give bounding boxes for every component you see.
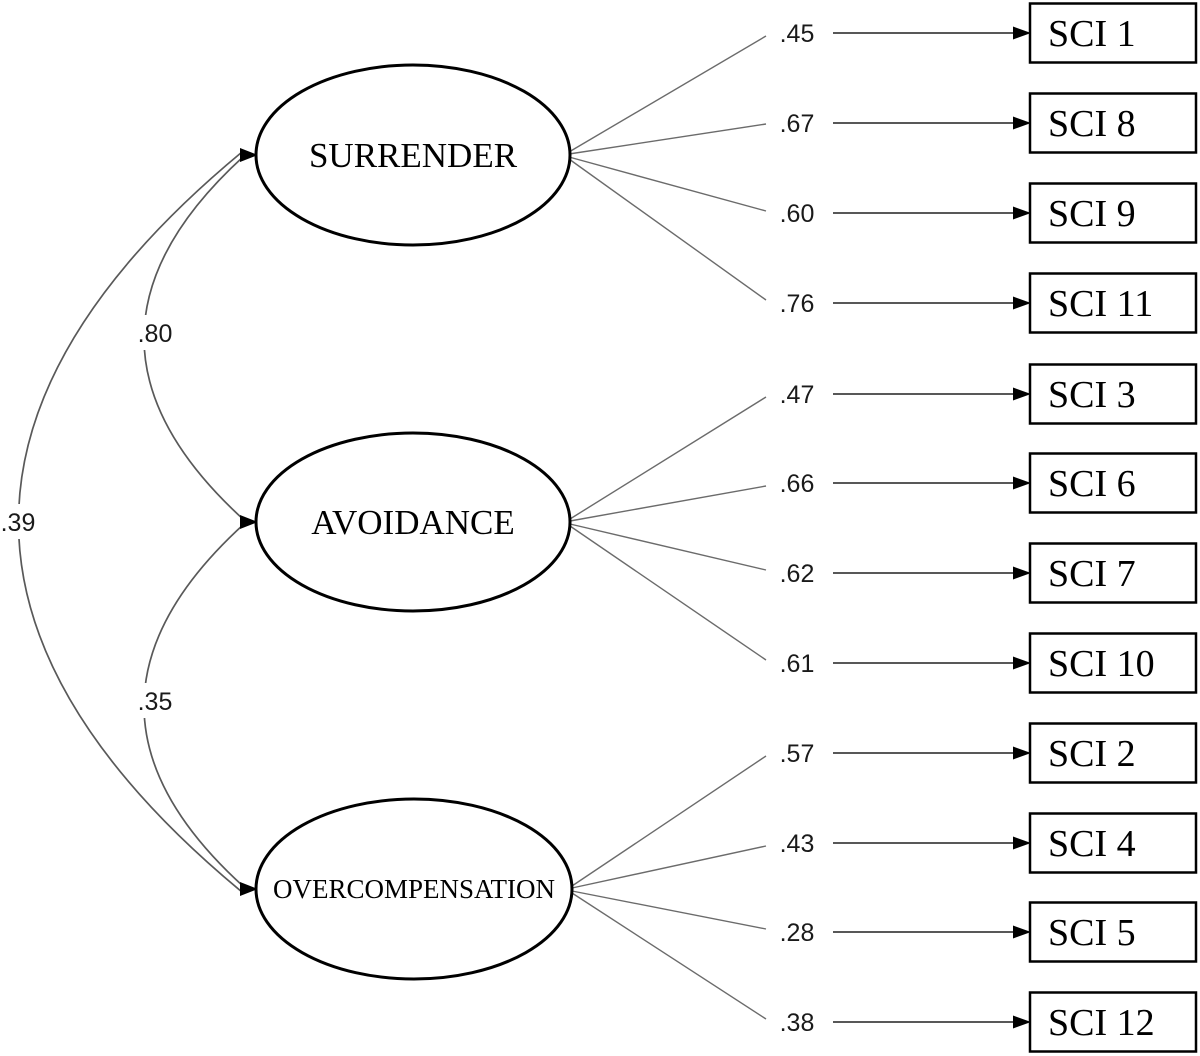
loading-line: [569, 485, 767, 522]
loading-line: [571, 845, 767, 889]
loading-value: .60: [780, 200, 815, 228]
indicator-box: [1028, 991, 1198, 1053]
loading-value: .76: [780, 290, 815, 318]
correlation-label-mask: [128, 683, 181, 718]
arrowhead: [240, 515, 258, 529]
loading-value: .45: [780, 20, 815, 48]
arrowhead: [1013, 296, 1031, 310]
arrowhead: [1013, 206, 1031, 220]
arrowhead: [1013, 1015, 1031, 1029]
factor-ellipse-overcompensation: [254, 797, 574, 981]
indicator-label: SCI 10: [1048, 643, 1155, 685]
correlation-curves: .80 .35 .39: [0, 148, 258, 896]
indicator-label: SCI 1: [1048, 13, 1136, 55]
loading-line: [569, 525, 767, 661]
correlation-value: .39: [1, 509, 36, 537]
arrowhead: [1013, 925, 1031, 939]
arrowhead: [1013, 26, 1031, 40]
indicator-label: SCI 12: [1048, 1002, 1155, 1044]
indicator-box: [1028, 722, 1198, 784]
loading-value: .62: [780, 560, 815, 588]
correlation-curve-surrender-overcompensation: [17, 151, 243, 893]
arrowhead: [1013, 116, 1031, 130]
indicator-box: [1028, 901, 1198, 963]
loading-line: [571, 890, 767, 930]
factor-ellipse-avoidance: [254, 431, 572, 613]
loading-line: [569, 523, 767, 571]
factor-label: SURRENDER: [309, 136, 518, 175]
indicator-label: SCI 11: [1048, 283, 1153, 325]
factor-avoidance: AVOIDANCE: [254, 431, 572, 613]
arrowhead: [1013, 656, 1031, 670]
correlation-value: .80: [138, 320, 173, 348]
loading-line: [568, 35, 767, 153]
factor-surrender: SURRENDER: [254, 63, 572, 247]
indicator-label: SCI 3: [1048, 374, 1136, 416]
indicator-label: SCI 5: [1048, 912, 1136, 954]
loading-value: .47: [780, 381, 815, 409]
indicator-box: [1028, 182, 1198, 244]
indicator-label: SCI 9: [1048, 193, 1136, 235]
indicator-box: [1028, 452, 1198, 514]
indicator-label: SCI 2: [1048, 733, 1136, 775]
indicator-box: [1028, 363, 1198, 425]
indicator-label: SCI 7: [1048, 553, 1136, 595]
loading-values: .45 .67 .60 .76 .47 .66 .62 .61 .57 .43 …: [780, 20, 815, 1037]
indicator-boxes: SCI 1 SCI 8 SCI 9 SCI 11 SCI 3 SCI 6 SCI…: [1028, 2, 1198, 1053]
indicator-box: [1028, 92, 1198, 154]
loading-line: [571, 755, 767, 887]
loading-line: [569, 396, 767, 520]
loading-fan-lines: [568, 35, 767, 1020]
correlation-label-mask: [0, 504, 44, 539]
indicator-label: SCI 4: [1048, 823, 1136, 865]
factor-label: OVERCOMPENSATION: [273, 874, 555, 904]
arrowhead: [1013, 566, 1031, 580]
loading-line: [571, 892, 767, 1020]
correlation-label-mask: [128, 315, 181, 350]
arrowhead: [1013, 476, 1031, 490]
factor-ellipse-surrender: [254, 63, 572, 247]
correlation-value: .35: [138, 688, 173, 716]
arrowhead: [1013, 836, 1031, 850]
loading-value: .43: [780, 830, 815, 858]
indicator-label: SCI 6: [1048, 463, 1136, 505]
loading-value: .57: [780, 740, 815, 768]
loading-line: [568, 156, 767, 212]
arrowhead: [1013, 387, 1031, 401]
loading-value: .38: [780, 1009, 815, 1037]
arrowhead: [240, 882, 258, 896]
factor-overcompensation: OVERCOMPENSATION: [254, 797, 574, 981]
indicator-box: [1028, 812, 1198, 874]
loading-line: [568, 123, 767, 155]
factor-label: AVOIDANCE: [311, 503, 515, 542]
loading-value: .28: [780, 919, 815, 947]
indicator-box: [1028, 2, 1198, 64]
arrowhead: [1013, 746, 1031, 760]
indicator-box: [1028, 272, 1198, 334]
indicator-arrows: [833, 26, 1031, 1029]
loading-line: [568, 158, 767, 301]
loading-value: .67: [780, 110, 815, 138]
loading-value: .66: [780, 470, 815, 498]
indicator-label: SCI 8: [1048, 103, 1136, 145]
loading-value: .61: [780, 650, 815, 678]
indicator-box: [1028, 542, 1198, 604]
arrowhead: [240, 148, 258, 162]
indicator-box: [1028, 632, 1198, 694]
